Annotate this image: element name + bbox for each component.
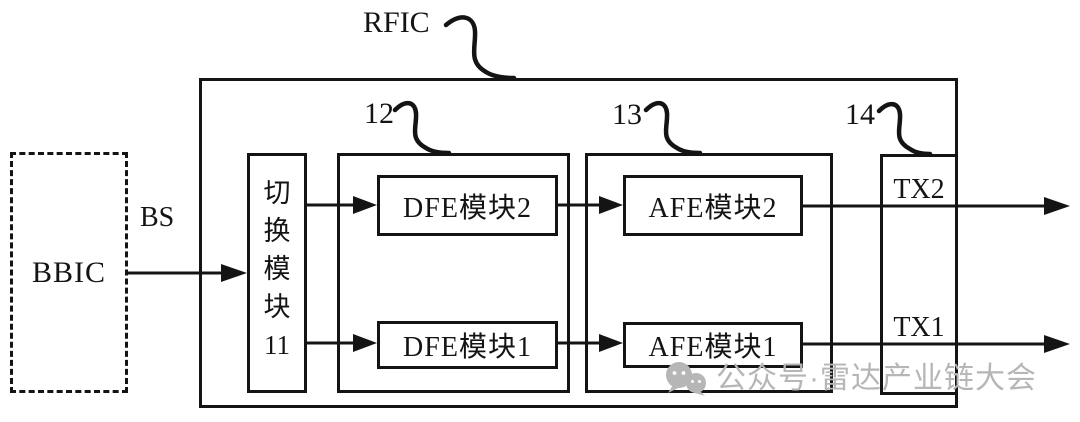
ref-number-14: 14 <box>845 98 875 131</box>
arrow-bs <box>128 264 247 282</box>
arrow-switch-to-dfe2 <box>307 196 377 214</box>
bs-signal-label: BS <box>140 202 175 233</box>
watermark-text: 公众号·雷达产业链大会 <box>716 362 1037 395</box>
leader-line-14 <box>876 101 933 157</box>
tx2-port-label: TX2 <box>893 174 945 205</box>
switch-module-number: 11 <box>264 330 290 360</box>
afe-module-2-label: AFE模块2 <box>648 192 778 224</box>
tx-group-box-14 <box>880 154 958 395</box>
leader-line-rfic <box>443 15 517 81</box>
rfic-label: RFIC <box>363 6 430 39</box>
arrow-dfe1-to-afe1 <box>558 334 623 352</box>
arrow-switch-to-dfe1 <box>307 334 377 352</box>
dfe-module-1-box: DFE模块1 <box>377 321 558 369</box>
bbic-label: BBIC <box>31 255 107 289</box>
leader-line-13 <box>643 100 703 156</box>
afe-module-1-box: AFE模块1 <box>623 322 803 368</box>
dfe-group-box-12 <box>337 153 570 393</box>
arrow-tx2-output <box>803 197 1070 215</box>
watermark: 公众号·雷达产业链大会 <box>664 362 1037 396</box>
switch-module-box: 切 换 模 块 11 <box>247 153 307 393</box>
switch-module-char: 换 <box>263 216 291 246</box>
bbic-box: BBIC <box>10 152 128 393</box>
arrow-dfe2-to-afe2 <box>558 196 623 214</box>
afe-group-box-13 <box>585 153 833 393</box>
switch-module-char: 切 <box>263 178 291 208</box>
tx1-port-label: TX1 <box>893 312 945 343</box>
dfe-module-1-label: DFE模块1 <box>403 332 532 363</box>
switch-module-char: 模 <box>263 254 291 284</box>
wechat-icon <box>666 362 706 396</box>
switch-module-char: 块 <box>263 292 291 322</box>
dfe-module-2-label: DFE模块2 <box>403 192 532 224</box>
afe-module-2-box: AFE模块2 <box>623 175 803 236</box>
afe-module-1-label: AFE模块1 <box>648 332 778 363</box>
ref-number-12: 12 <box>364 97 394 130</box>
ref-number-13: 13 <box>612 98 642 131</box>
arrow-tx1-output <box>803 335 1070 353</box>
dfe-module-2-box: DFE模块2 <box>377 175 558 236</box>
leader-line-12 <box>392 100 452 156</box>
